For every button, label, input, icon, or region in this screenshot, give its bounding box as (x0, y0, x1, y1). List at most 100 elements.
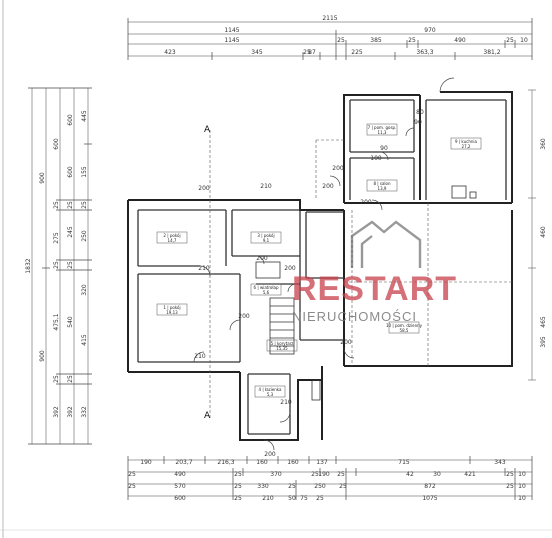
dimension-label: 360 (540, 138, 547, 150)
room-area: 13,9 (378, 186, 387, 191)
dimension-label: 900 (39, 172, 46, 184)
dimension-label: 445 (81, 110, 88, 122)
dimension-label: 216,3 (217, 459, 234, 466)
door-width-mark: 210 (194, 353, 206, 360)
dimension-label: 600 (67, 114, 74, 126)
room-label-box (254, 385, 286, 398)
door-width-mark: 200 (256, 255, 268, 262)
door-width-mark: 200 (340, 339, 352, 346)
room-name: 2 | pokój (163, 233, 180, 238)
room-name: 4 | łazienka (259, 387, 282, 392)
dimension-label: 421 (464, 471, 476, 478)
dimension-label: 25 (506, 483, 514, 490)
dimension-label: 225 (351, 49, 363, 56)
dimension-label: 25 (81, 201, 88, 209)
dimension-label: 1075 (422, 495, 437, 502)
room-name: 6 | wiatrołap (254, 285, 279, 290)
door-swings (193, 77, 455, 451)
room-label-box (156, 303, 188, 316)
left-dimension-labels: 18329009006002527525475,1253926006002524… (25, 110, 88, 418)
dimension-label: 275 (53, 232, 60, 244)
dimension-label: 160 (256, 459, 268, 466)
dimension-label: 42 (406, 471, 414, 478)
dimension-label: 392 (53, 406, 60, 418)
dimension-label: 137 (316, 459, 328, 466)
dimension-label: 1145 (224, 27, 239, 34)
dimension-label: 250 (81, 230, 88, 242)
dimension-label: 600 (53, 138, 60, 150)
fixtures (255, 185, 477, 401)
room-label-box (366, 123, 398, 136)
dimension-label: 320 (81, 284, 88, 296)
room-label-box (388, 321, 420, 334)
dimension-label: 385 (370, 37, 382, 44)
bottom-dimensions (127, 456, 533, 500)
door-width-mark: 210 (260, 183, 272, 190)
dimension-label: 203,7 (175, 459, 192, 466)
dimension-label: 465 (540, 316, 547, 328)
dimension-label: 363,3 (416, 49, 433, 56)
room-name: 8 | salon (373, 181, 391, 186)
dimension-label: 25 (408, 37, 416, 44)
room-name: 1 | pokój (163, 305, 180, 310)
dimension-label: 25 (316, 495, 324, 502)
room-name: 9 | kuchnia (455, 139, 478, 144)
section-marks: A A (204, 125, 211, 421)
room-label-box (266, 339, 298, 352)
watermark-sub: NIERUCHOMOŚCI (292, 309, 417, 324)
door-width-mark: 200 (332, 165, 344, 172)
dimension-label: 10 (520, 37, 528, 44)
dimension-label: 87 (308, 49, 316, 56)
dimension-label: 10 (518, 471, 526, 478)
dimension-label: 1145 (224, 37, 239, 44)
dimension-label: 25 (128, 471, 136, 478)
dimension-label: 10 (518, 483, 526, 490)
room-label-box (250, 283, 282, 296)
dimension-label: 210 (262, 495, 274, 502)
dimension-label: 715 (398, 459, 410, 466)
watermark-house-icon (350, 220, 422, 268)
dimension-label: 190 (318, 471, 330, 478)
dimension-label: 1832 (25, 258, 32, 273)
room-area: 5,6 (263, 290, 270, 295)
dimension-label: 155 (81, 166, 88, 178)
dimension-label: 50 (288, 495, 296, 502)
room-area: 15,35 (276, 346, 288, 351)
door-width-mark: 80 (416, 109, 424, 116)
dimension-label: 25 (303, 49, 311, 56)
room-area: 27,2 (462, 144, 471, 149)
room-label-box (156, 231, 188, 244)
dimension-label: 245 (67, 226, 74, 238)
room-name: 3 | pokój (257, 233, 274, 238)
dimension-label: 25 (234, 483, 242, 490)
dimension-label: 25 (67, 375, 74, 383)
door-width-mark: 210 (280, 399, 292, 406)
door-width-mark: 210 (198, 265, 210, 272)
door-width-mark: 200 (264, 451, 276, 458)
dimension-label: 25 (234, 495, 242, 502)
room-label-box (450, 137, 482, 150)
room-name: 7 | pom. gosp. (368, 125, 397, 130)
dimension-label: 600 (174, 495, 186, 502)
door-width-mark: 200 (360, 199, 372, 206)
dimension-label: 25 (288, 483, 296, 490)
dimension-label: 392 (67, 406, 74, 418)
dimension-label: 415 (81, 334, 88, 346)
dimension-label: 10 (518, 495, 526, 502)
dimension-label: 370 (270, 471, 282, 478)
dimension-label: 490 (454, 37, 466, 44)
door-width-mark: 200 (284, 265, 296, 272)
dimension-label: 332 (81, 406, 88, 418)
dimension-label: 343 (494, 459, 506, 466)
kitchen-stove (469, 191, 477, 199)
room-area: 11,3 (378, 130, 387, 135)
dimension-label: 381,2 (483, 49, 500, 56)
room-area: 19,13 (166, 310, 178, 315)
left-dimensions (28, 87, 92, 445)
room-area: 5,3 (267, 392, 274, 397)
dimension-label: 160 (287, 459, 299, 466)
dimension-label: 423 (164, 49, 176, 56)
